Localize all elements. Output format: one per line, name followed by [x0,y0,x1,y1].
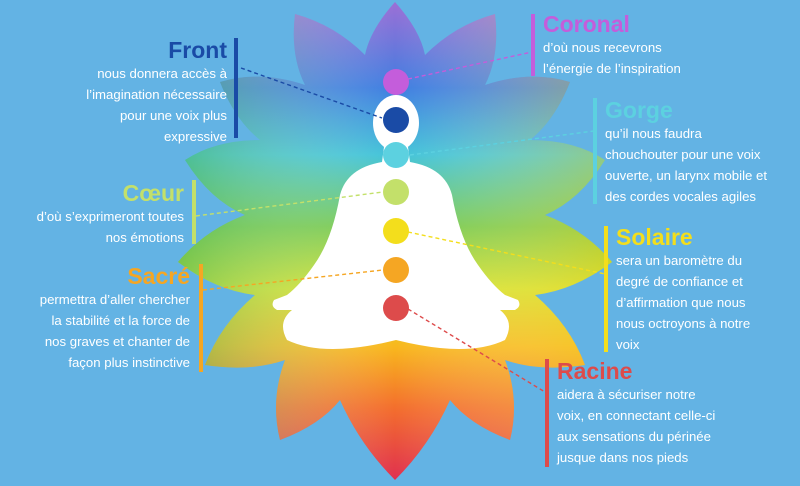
label-solaire-line-3: d’affirmation que nous [616,295,746,310]
chakra-dot-gorge [383,142,409,168]
label-racine: Racine aidera à sécuriser notre voix, en… [557,358,793,468]
bar-gorge [593,98,597,204]
label-front-line-2: l’imagination nécessaire [86,87,227,102]
connector-gorge [409,130,595,156]
bar-racine [545,359,549,467]
label-sacre: Sacré permettra d’aller chercher la stab… [2,263,190,373]
bar-solaire [604,226,608,352]
label-solaire-line-5: voix [616,337,640,352]
bar-coronal [531,14,535,76]
label-coeur-line-2: nos émotions [105,230,184,245]
label-coronal-line-2: l’énergie de l’inspiration [543,61,681,76]
label-front: Front nous donnera accès à l’imagination… [0,37,227,147]
label-gorge: Gorge qu’il nous faudra chouchouter pour… [605,97,795,207]
label-solaire: Solaire sera un baromètre du degré de co… [616,224,796,355]
chakra-dot-coeur [383,179,409,205]
label-sacre-title: Sacré [127,263,190,289]
label-gorge-line-2: chouchouter pour une voix [605,147,761,162]
connector-racine [407,308,546,393]
label-front-line-1: nous donnera accès à [97,66,227,81]
label-coeur: Cœur d’où s’exprimeront toutes nos émoti… [4,180,184,248]
label-solaire-line-1: sera un baromètre du [616,253,743,268]
label-racine-title: Racine [557,358,633,384]
label-racine-line-2: voix, en connectant celle-ci [557,408,716,423]
connector-coeur [195,191,384,217]
chakra-dot-solaire [383,218,409,244]
label-coeur-title: Cœur [122,180,184,206]
bar-sacre [199,264,203,372]
label-sacre-line-1: permettra d’aller chercher [39,292,190,307]
connector-sacre [202,269,384,291]
chakra-dot-sacre [383,257,409,283]
bar-coeur [192,180,196,244]
label-gorge-line-1: qu’il nous faudra [605,126,702,141]
label-coronal-title: Coronal [543,11,630,37]
connector-lines [195,51,606,393]
connector-front [240,67,383,119]
label-coronal-line-1: d’où nous recevrons [543,40,662,55]
label-front-title: Front [168,37,227,63]
label-coeur-line-1: d’où s’exprimeront toutes [36,209,184,224]
label-racine-line-3: aux sensations du périnée [557,429,711,444]
connector-solaire [407,231,606,275]
label-solaire-line-2: degré de confiance et [616,274,743,289]
bar-front [234,38,238,138]
label-racine-line-1: aidera à sécuriser notre [557,387,696,402]
figure-body [272,147,520,349]
label-solaire-title: Solaire [616,224,693,250]
label-sacre-line-4: façon plus instinctive [68,355,190,370]
label-gorge-title: Gorge [605,97,673,123]
label-sacre-line-3: nos graves et chanter de [44,334,190,349]
chakra-dot-front [383,107,409,133]
label-front-line-4: expressive [163,129,227,144]
label-front-line-3: pour une voix plus [119,108,227,123]
label-coronal: Coronal d’où nous recevrons l’énergie de… [543,11,793,79]
label-racine-line-4: jusque dans nos pieds [557,450,689,465]
label-gorge-line-4: des cordes vocales agiles [605,189,757,204]
label-sacre-line-2: la stabilité et la force de [51,313,190,328]
chakra-dots [383,69,409,321]
chakra-dot-coronal [383,69,409,95]
label-solaire-line-4: nous octroyons à notre [616,316,751,331]
label-gorge-line-3: ouverte, un larynx mobile et [605,168,767,183]
chakra-dot-racine [383,295,409,321]
connector-coronal [407,51,533,80]
